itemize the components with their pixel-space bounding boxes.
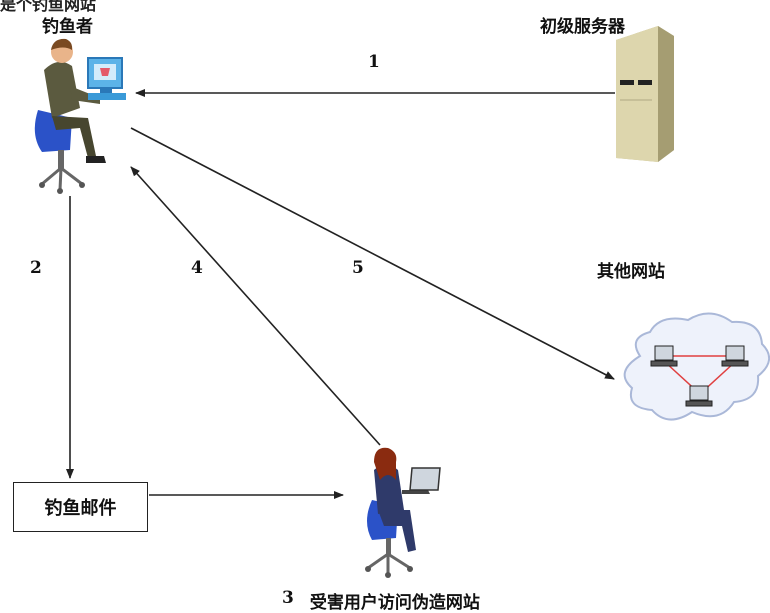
step-3-label: 3 (282, 588, 294, 608)
arrow-5-phisher-to-other-sites (130, 127, 615, 380)
phishing-mail-box: 钓鱼邮件 (13, 482, 148, 532)
step-2-label: 2 (30, 258, 42, 278)
step-4-label: 4 (191, 258, 203, 278)
network-cloud-icon (623, 312, 770, 421)
victim-caption: 3 受害用户访问伪造网站 (282, 588, 480, 613)
other-sites-label: 其他网站 (597, 262, 665, 282)
arrow-4-victim-to-phisher (130, 166, 381, 446)
step-1-label: 1 (368, 52, 380, 72)
server-icon (616, 26, 674, 162)
phisher-label: 钓鱼者 (42, 17, 93, 37)
top-cut-text: 是个钓鱼网站 (0, 0, 97, 14)
phisher-icon (34, 38, 126, 194)
victim-label: 受害用户访问伪造网站 (309, 593, 480, 613)
victim-icon (365, 447, 441, 578)
step-5-label: 5 (352, 258, 364, 278)
phishing-mail-label: 钓鱼邮件 (44, 498, 117, 519)
server-label: 初级服务器 (540, 17, 625, 37)
